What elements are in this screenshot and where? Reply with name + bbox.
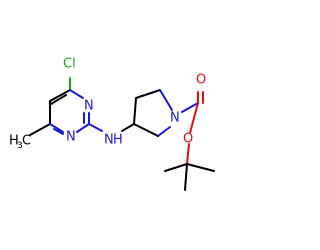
atom-nh-hydrogen: H	[113, 133, 123, 148]
bond-n-carbonyl	[181, 102, 199, 113]
bond-o-ctbu	[186, 143, 190, 165]
bond-n1-c2	[76, 123, 90, 133]
bond-c2-nh	[88, 123, 103, 132]
molecule-structure-canvas: Cl N N N H N O O H 3 C	[9, 57, 215, 191]
atom-nitrogen-pyrrolidine: N	[170, 111, 180, 126]
atom-nh-nitrogen: N	[104, 133, 114, 148]
atom-chlorine: Cl	[63, 57, 76, 72]
bond-c5p-n	[159, 89, 173, 111]
atom-methyl-hydrogen: H	[9, 134, 19, 149]
molecule-structure: Cl N N N H N O O H 3 C	[9, 57, 215, 191]
bond-c6-methyl	[29, 123, 51, 136]
atom-nitrogen-ring-upper: N	[84, 99, 94, 114]
bond-c6-n1-double	[53, 128, 64, 135]
bond-c-o-ester	[189, 102, 199, 134]
bond-c6-n1	[49, 123, 64, 133]
bond-c4-c5	[49, 89, 71, 102]
atom-methyl-subscript: 3	[17, 141, 23, 151]
bond-c3-c4p	[133, 97, 137, 125]
bond-n-c2p	[157, 126, 171, 137]
bond-tbu-me3	[184, 163, 188, 191]
bond-nh-c3	[121, 123, 135, 132]
bond-c2p-c3	[133, 123, 159, 137]
atom-oxygen-ester: O	[183, 132, 193, 147]
bond-tbu-me2	[186, 163, 215, 172]
atom-nitrogen-ring-lower: N	[66, 130, 76, 145]
bond-tbu-me1	[164, 163, 188, 172]
atom-oxygen-carbonyl: O	[196, 73, 206, 88]
bond-c4-c5-double	[50, 94, 67, 105]
bond-c4p-c5p	[135, 89, 161, 99]
atom-methyl-carbon: C	[22, 134, 31, 149]
bond-c4-n3	[69, 89, 84, 99]
